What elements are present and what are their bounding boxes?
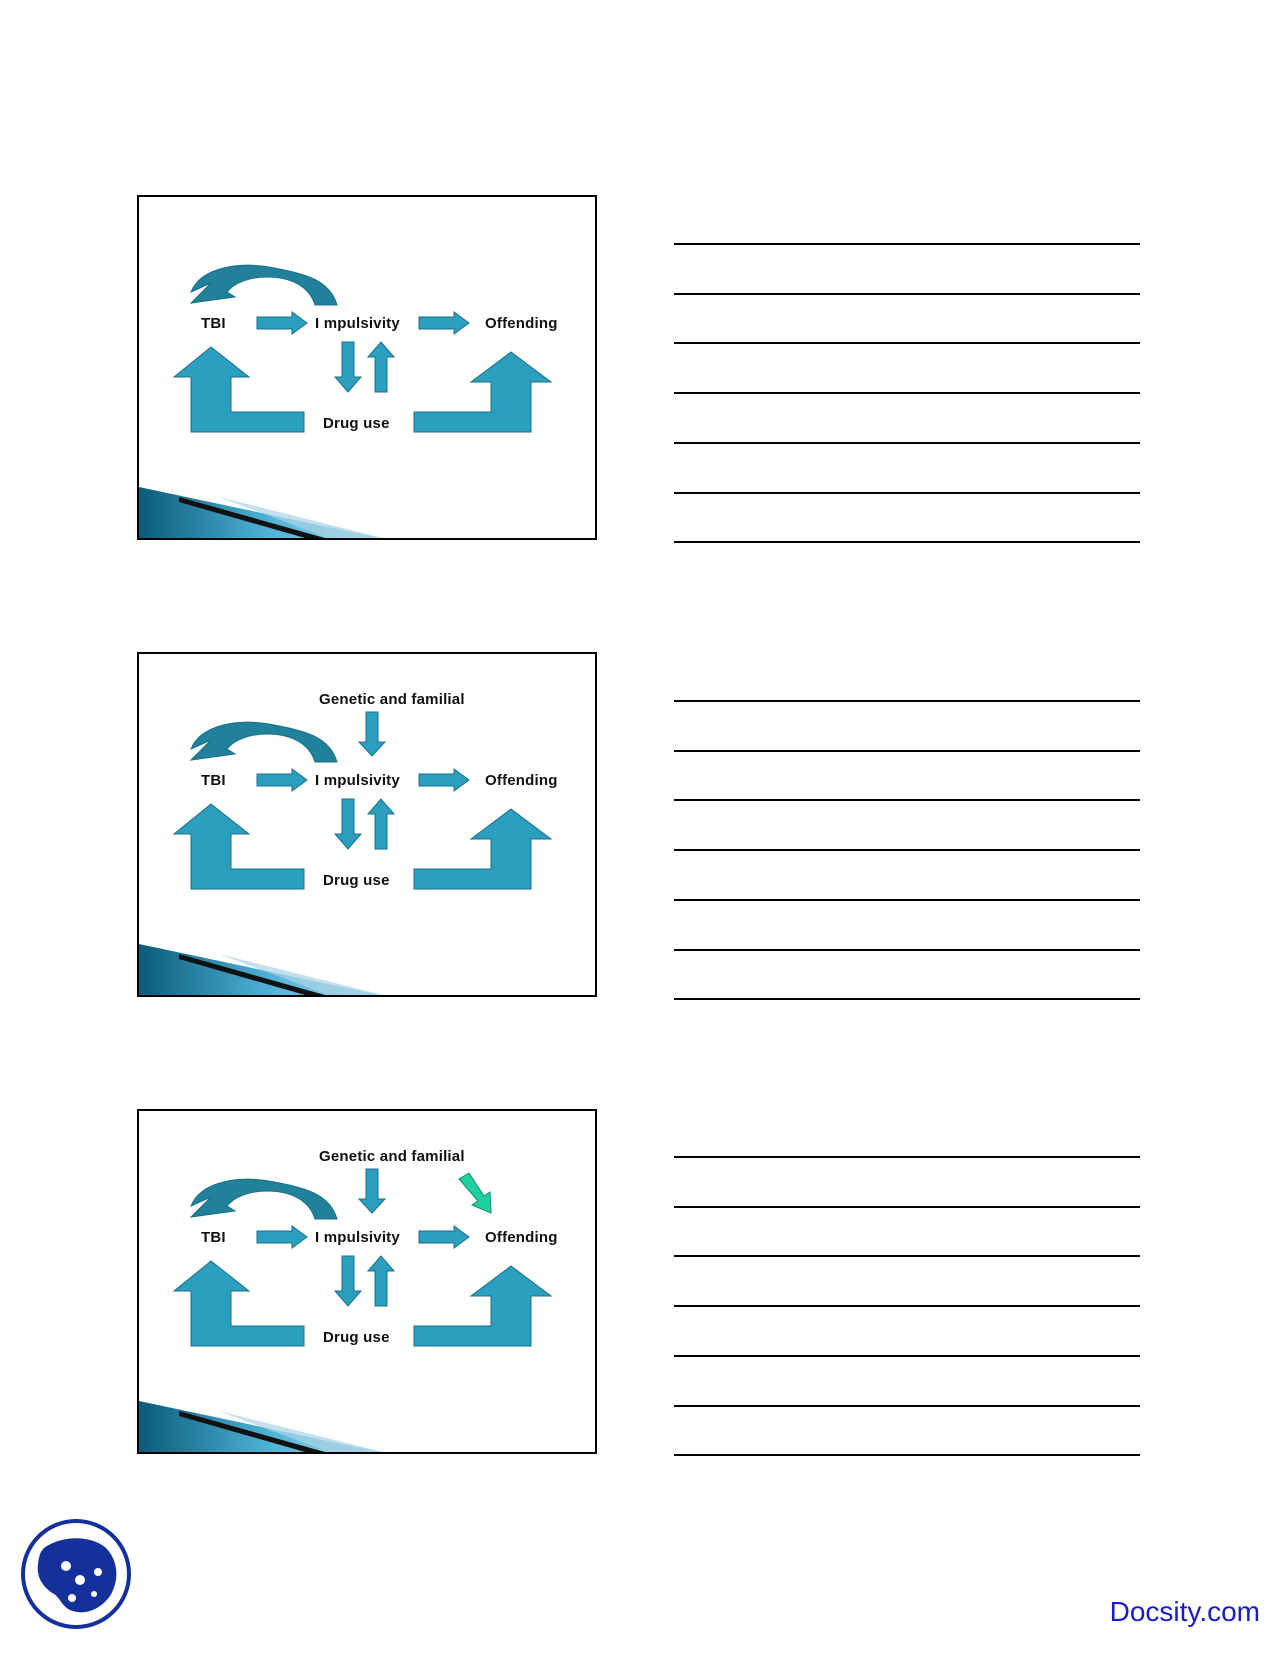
note-line: [674, 1404, 1140, 1407]
label-genetic: Genetic and familial: [319, 691, 465, 708]
curved-arrow-icon: [189, 721, 338, 763]
swoosh-light: [219, 954, 383, 995]
arrow-tbi-impulsivity-icon: [256, 768, 308, 792]
label-drug-use: Drug use: [323, 415, 390, 432]
note-line: [674, 948, 1140, 951]
slide-3: Genetic and familial TBI I mpulsivity Of…: [137, 1109, 597, 1454]
arrow-up-drug-icon: [366, 341, 396, 393]
slide-1: TBI I mpulsivity Offending Drug use: [137, 195, 597, 540]
arrow-up-drug-icon: [366, 1255, 396, 1307]
arrow-tbi-impulsivity-icon: [256, 311, 308, 335]
slide-2-diagram: [139, 711, 553, 995]
note-line: [674, 1205, 1140, 1208]
l-arrow-left-icon: [172, 346, 305, 433]
note-line: [674, 749, 1140, 752]
note-line: [674, 1255, 1140, 1258]
l-arrow-right-icon: [413, 1265, 553, 1347]
brand-link[interactable]: Docsity.com: [1109, 1596, 1260, 1627]
note-line: [674, 898, 1140, 901]
label-tbi: TBI: [201, 315, 226, 332]
label-tbi: TBI: [201, 772, 226, 789]
arrow-down-drug-icon: [333, 798, 363, 850]
arrow-impulsivity-offending-icon: [418, 311, 470, 335]
arrow-genetic-down-icon: [357, 1168, 387, 1214]
note-line: [674, 998, 1140, 1001]
note-line: [674, 342, 1140, 345]
swoosh-light: [219, 497, 383, 538]
note-line: [674, 1354, 1140, 1357]
note-line: [674, 441, 1140, 444]
curved-arrow-icon: [189, 1178, 338, 1220]
arrow-genetic-down-icon: [357, 711, 387, 757]
note-line: [674, 243, 1140, 245]
note-line: [674, 1156, 1140, 1158]
arrow-down-drug-icon: [333, 341, 363, 393]
note-line: [674, 1305, 1140, 1308]
l-arrow-right-icon: [413, 351, 553, 433]
note-line: [674, 491, 1140, 494]
l-arrow-right-icon: [413, 808, 553, 890]
label-offending: Offending: [485, 772, 558, 789]
label-drug-use: Drug use: [323, 1329, 390, 1346]
note-line: [674, 799, 1140, 802]
arrow-impulsivity-offending-icon: [418, 768, 470, 792]
docsity-logo-icon: [20, 1518, 132, 1630]
slide-1-diagram: [139, 264, 553, 538]
curved-arrow-icon: [189, 264, 338, 306]
arrow-down-drug-icon: [333, 1255, 363, 1307]
note-line: [674, 541, 1140, 544]
note-line: [674, 292, 1140, 295]
arrow-impulsivity-offending-icon: [418, 1225, 470, 1249]
arrow-up-drug-icon: [366, 798, 396, 850]
slide-3-diagram: [139, 1168, 553, 1452]
l-arrow-left-icon: [172, 1260, 305, 1347]
label-tbi: TBI: [201, 1229, 226, 1246]
note-line: [674, 392, 1140, 395]
arrow-genetic-offending-icon: [458, 1172, 492, 1214]
label-impulsivity: I mpulsivity: [315, 315, 400, 332]
note-line: [674, 700, 1140, 702]
label-drug-use: Drug use: [323, 872, 390, 889]
label-impulsivity: I mpulsivity: [315, 1229, 400, 1246]
note-line: [674, 849, 1140, 852]
label-offending: Offending: [485, 1229, 558, 1246]
slide-2: Genetic and familial TBI I mpulsivity Of…: [137, 652, 597, 997]
label-offending: Offending: [485, 315, 558, 332]
label-impulsivity: I mpulsivity: [315, 772, 400, 789]
label-genetic: Genetic and familial: [319, 1148, 465, 1165]
note-line: [674, 1454, 1140, 1457]
arrow-tbi-impulsivity-icon: [256, 1225, 308, 1249]
l-arrow-left-icon: [172, 803, 305, 890]
swoosh-light: [219, 1411, 383, 1452]
